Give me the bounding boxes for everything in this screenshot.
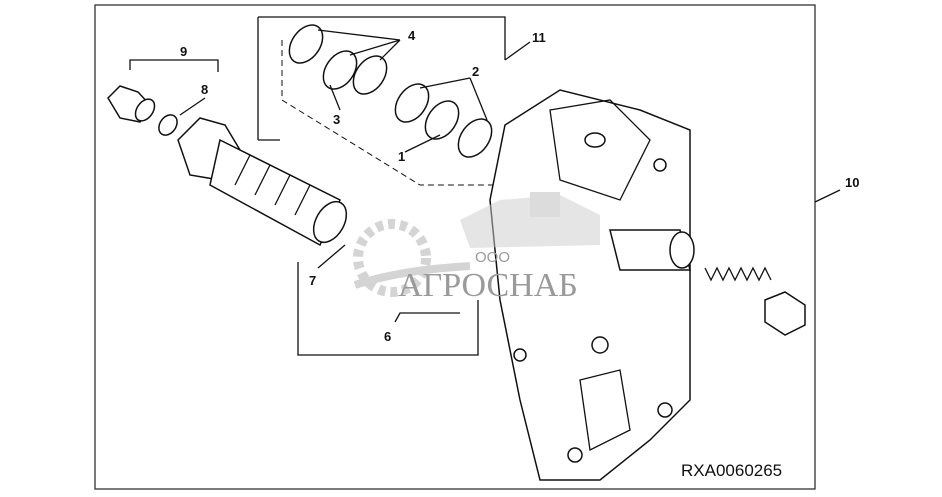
spring-and-plug bbox=[704, 266, 806, 336]
callout-8: 8 bbox=[201, 82, 208, 97]
hidden-edge-line bbox=[281, 40, 500, 186]
watermark-graphic bbox=[353, 192, 600, 297]
callout-box-6 bbox=[297, 262, 479, 356]
callout-2: 2 bbox=[472, 64, 479, 79]
callout-4: 4 bbox=[408, 28, 416, 43]
callout-6: 6 bbox=[384, 329, 391, 344]
callout-3: 3 bbox=[333, 112, 340, 127]
leader-lines bbox=[179, 29, 841, 323]
watermark-logo: ООО АГРОСНАБ bbox=[353, 192, 600, 304]
valve-housing bbox=[489, 89, 695, 481]
diagram-frame bbox=[94, 4, 816, 490]
watermark-small-text: ООО bbox=[475, 249, 510, 266]
callout-box-11 bbox=[257, 16, 506, 141]
callout-10: 10 bbox=[845, 175, 859, 190]
plug-part-9 bbox=[107, 85, 156, 123]
callout-9: 9 bbox=[180, 44, 187, 59]
o-rings bbox=[158, 24, 493, 158]
watermark-brand-text: АГРОСНАБ bbox=[398, 267, 578, 304]
callout-11: 11 bbox=[532, 30, 546, 45]
callout-1: 1 bbox=[398, 149, 405, 164]
figure-code: RXA0060265 bbox=[681, 461, 782, 480]
callout-7: 7 bbox=[309, 273, 316, 288]
callout-bracket-9 bbox=[129, 59, 219, 72]
valve-spool bbox=[177, 117, 348, 247]
